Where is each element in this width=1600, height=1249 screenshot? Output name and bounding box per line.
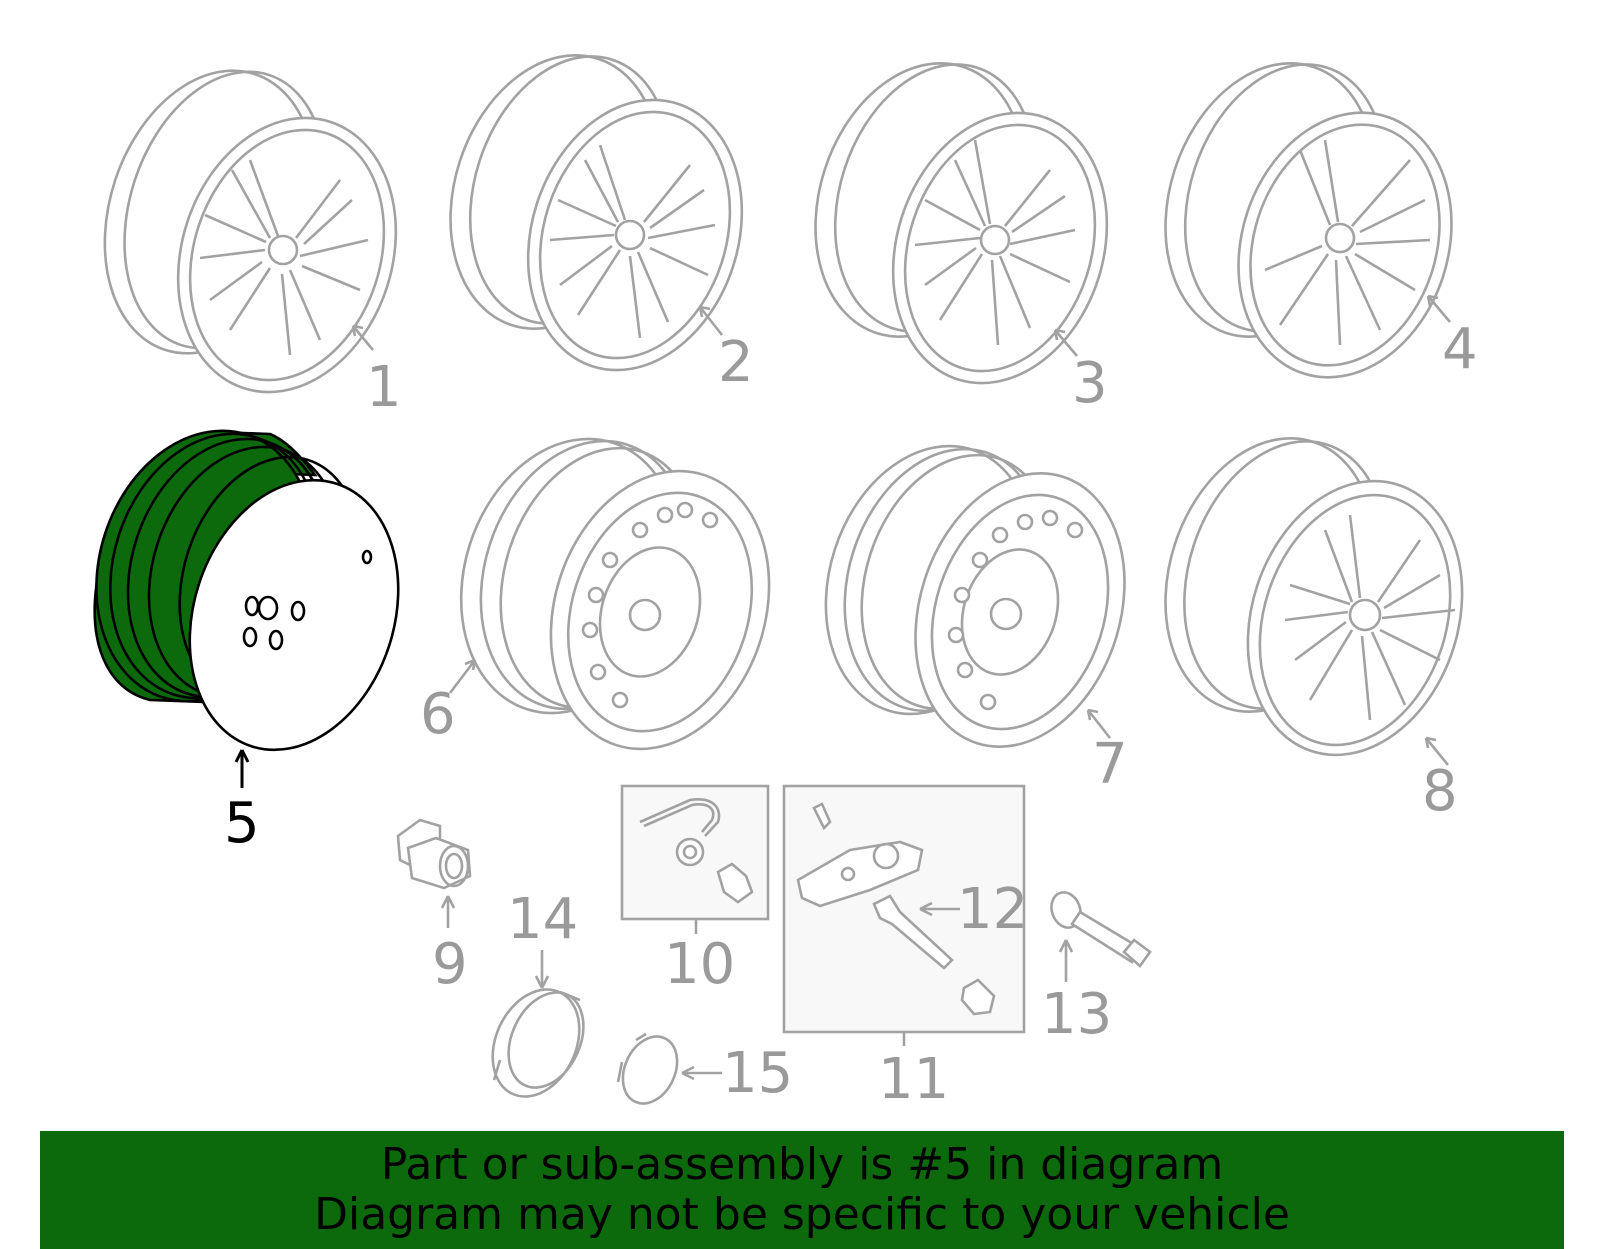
callout-14[interactable]: 14 — [507, 887, 578, 952]
callout-4[interactable]: 4 — [1442, 317, 1478, 382]
callout-1[interactable]: 1 — [366, 355, 402, 420]
valve-stem-13[interactable] — [1047, 888, 1152, 968]
wheel-3[interactable] — [782, 36, 1141, 411]
callout-13[interactable]: 13 — [1041, 982, 1112, 1047]
leader-line-7 — [1086, 708, 1112, 739]
lug-nut-9[interactable] — [396, 818, 472, 890]
leader-line-14 — [534, 950, 550, 989]
callout-15[interactable]: 15 — [722, 1041, 793, 1106]
callout-6[interactable]: 6 — [420, 682, 456, 747]
leader-line-4 — [1426, 294, 1451, 323]
leader-line-1 — [351, 324, 374, 351]
wheel-5[interactable] — [62, 402, 431, 777]
callout-9[interactable]: 9 — [432, 932, 468, 997]
leader-line-8 — [1424, 736, 1450, 766]
valve-stem-kit-10[interactable] — [620, 784, 770, 921]
wheel-7[interactable] — [793, 419, 1159, 774]
wheel-2[interactable] — [417, 28, 776, 398]
callout-12[interactable]: 12 — [957, 877, 1028, 942]
wheel-1[interactable] — [70, 43, 430, 420]
leader-line-12 — [919, 901, 960, 917]
callout-8[interactable]: 8 — [1422, 759, 1458, 824]
leader-line-9 — [440, 895, 456, 928]
callout-3[interactable]: 3 — [1072, 351, 1108, 416]
leader-line-6 — [448, 658, 477, 694]
wheel-6[interactable] — [427, 410, 804, 777]
leader-line-13 — [1058, 939, 1074, 982]
banner-line-2: Diagram may not be specific to your vehi… — [314, 1189, 1290, 1240]
wheel-4[interactable] — [1132, 36, 1485, 405]
leader-line-3 — [1053, 328, 1078, 357]
center-cap-14[interactable] — [476, 975, 598, 1110]
callout-5[interactable]: 5 — [224, 791, 260, 856]
callout-11[interactable]: 11 — [878, 1047, 949, 1112]
banner-line-1: Part or sub-assembly is #5 in diagram — [380, 1139, 1224, 1190]
wheel-8[interactable] — [1132, 411, 1497, 783]
leader-line-15 — [681, 1065, 722, 1081]
info-banner: Part or sub-assembly is #5 in diagram Di… — [40, 1131, 1564, 1249]
small-cap-15[interactable] — [613, 1028, 688, 1113]
leader-line-2 — [698, 305, 724, 336]
callout-2[interactable]: 2 — [718, 330, 754, 395]
callout-7[interactable]: 7 — [1092, 732, 1128, 797]
leader-line-5 — [234, 749, 250, 788]
tpms-sensor-kit-11[interactable] — [782, 784, 1026, 1034]
callout-10[interactable]: 10 — [664, 932, 735, 997]
